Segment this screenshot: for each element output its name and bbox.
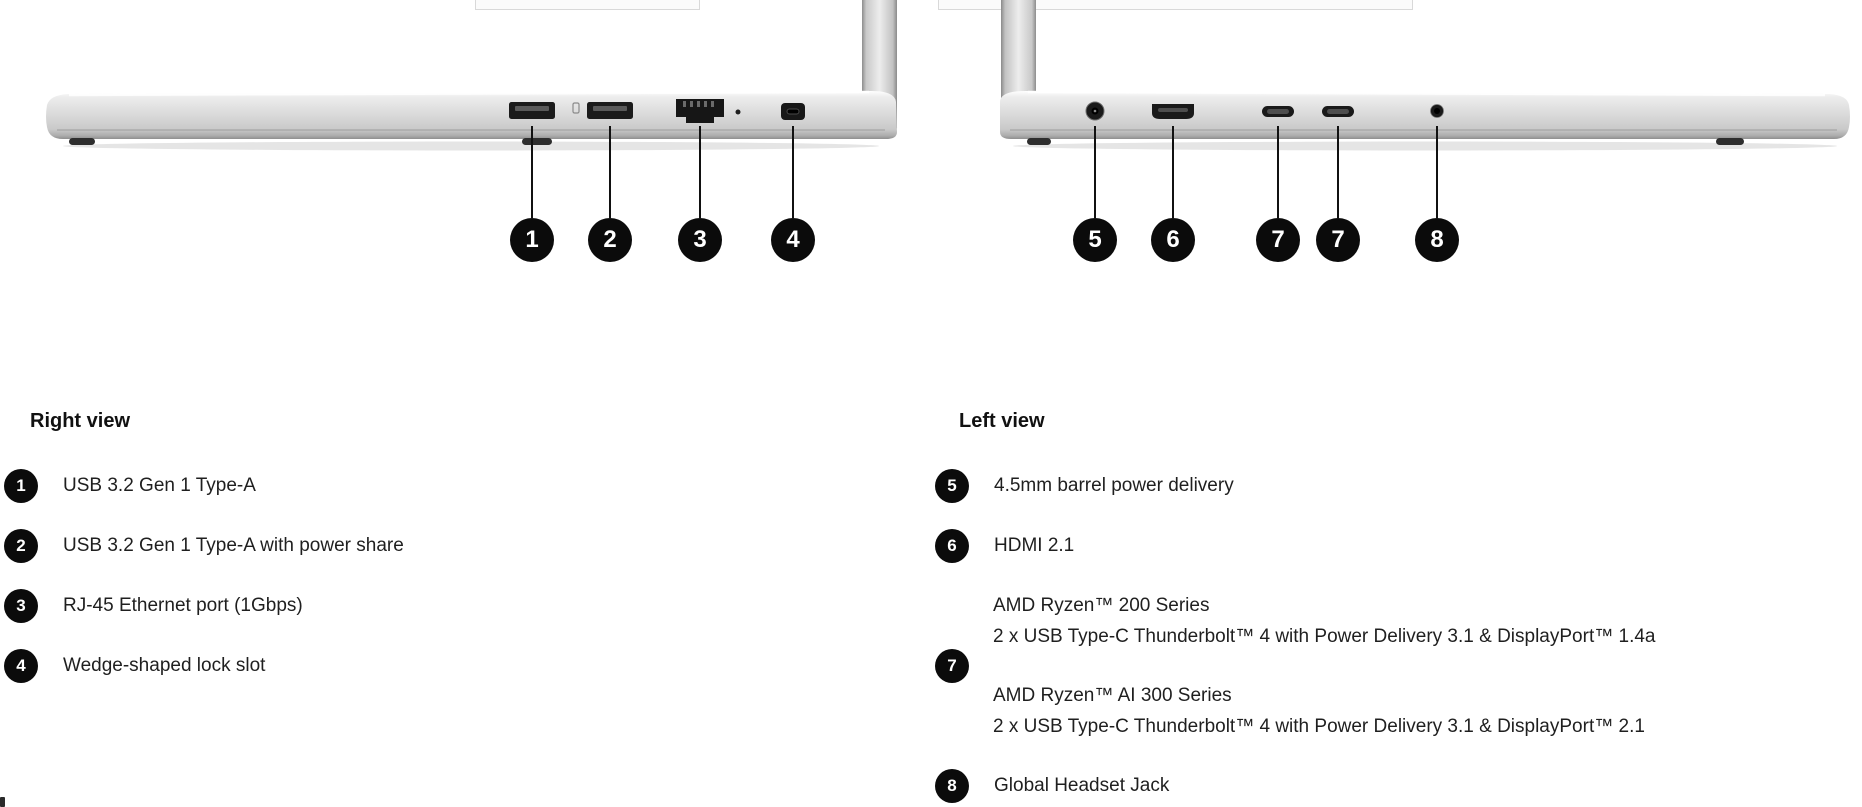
usb-a-powershare-port-icon [587,102,633,119]
spec-line: AMD Ryzen™ AI 300 Series [993,685,1232,706]
legend-item-4: 4 Wedge-shaped lock slot [4,649,265,683]
legend-label-8: Global Headset Jack [994,775,1170,796]
laptop-base [46,90,897,139]
usb-a-port-1-icon [509,102,555,119]
laptop-shadow [63,141,879,151]
usb-c-port-2-icon [1322,106,1354,117]
lock-slot-icon [781,103,805,120]
callout-line-8 [1436,126,1438,218]
legend-item-7: 7 [935,649,969,683]
legend-item-2: 2 USB 3.2 Gen 1 Type-A with power share [4,529,404,563]
rubber-feet [69,138,552,145]
callout-badge-1: 1 [510,218,554,262]
callout-line-5 [1094,126,1096,218]
spec-line: AMD Ryzen™ 200 Series [993,595,1210,616]
rj45-port-icon [676,99,724,123]
microphone-hole-icon [735,109,741,115]
callout-badge-3: 3 [678,218,722,262]
laptop-shadow [1013,141,1837,151]
usb-c-port-1-icon [1262,106,1294,117]
barrel-power-port-icon [1085,101,1105,121]
legend-badge-1: 1 [4,469,38,503]
legend-label-3: RJ-45 Ethernet port (1Gbps) [63,595,303,616]
hdmi-port-icon [1152,104,1194,119]
power-share-icon [572,102,580,114]
callout-line-7b [1337,126,1339,218]
legend-badge-5: 5 [935,469,969,503]
legend-label-4: Wedge-shaped lock slot [63,655,266,676]
stray-cropped-glyph [0,797,5,807]
legend-label-2: USB 3.2 Gen 1 Type-A with power share [63,535,404,556]
legend-badge-8: 8 [935,769,969,803]
left-view-title: Left view [959,410,1045,432]
legend-badge-2: 2 [4,529,38,563]
legend-label-6: HDMI 2.1 [994,535,1075,556]
callout-badge-6: 6 [1151,218,1195,262]
legend-badge-3: 3 [4,589,38,623]
spec-group-ryzen-200: AMD Ryzen™ 200 Series 2 x USB Type-C Thu… [993,590,1655,652]
headset-jack-icon [1430,104,1444,118]
cropped-thumbnail-button-right[interactable] [938,0,1413,10]
left-view-image [985,0,1862,158]
callout-line-1 [531,126,533,218]
rubber-feet [1027,138,1744,145]
spec-group-ryzen-ai-300: AMD Ryzen™ AI 300 Series 2 x USB Type-C … [993,680,1655,742]
right-view-image [35,0,905,158]
callout-badge-2: 2 [588,218,632,262]
callout-badge-4: 4 [771,218,815,262]
callout-line-6 [1172,126,1174,218]
callout-badge-7a: 7 [1256,218,1300,262]
legend-item-1: 1 USB 3.2 Gen 1 Type-A [4,469,256,503]
callout-line-3 [699,126,701,218]
callout-line-7a [1277,126,1279,218]
right-view-title: Right view [30,410,131,432]
legend-badge-6: 6 [935,529,969,563]
legend-item-5: 5 4.5mm barrel power delivery [935,469,1234,503]
legend-label-1: USB 3.2 Gen 1 Type-A [63,475,256,496]
cropped-thumbnail-button-left[interactable] [475,0,700,10]
callout-line-4 [792,126,794,218]
callout-badge-7b: 7 [1316,218,1360,262]
spec-line: 2 x USB Type-C Thunderbolt™ 4 with Power… [993,626,1656,647]
callout-badge-8: 8 [1415,218,1459,262]
callout-badge-5: 5 [1073,218,1117,262]
legend-label-7: AMD Ryzen™ 200 Series 2 x USB Type-C Thu… [993,590,1655,742]
legend-item-3: 3 RJ-45 Ethernet port (1Gbps) [4,589,303,623]
spec-line: 2 x USB Type-C Thunderbolt™ 4 with Power… [993,716,1645,737]
legend-item-6: 6 HDMI 2.1 [935,529,1074,563]
legend-badge-4: 4 [4,649,38,683]
legend-badge-7: 7 [935,649,969,683]
legend-item-8: 8 Global Headset Jack [935,769,1169,803]
legend-label-5: 4.5mm barrel power delivery [994,475,1234,496]
callout-line-2 [609,126,611,218]
laptop-base [1000,90,1850,139]
